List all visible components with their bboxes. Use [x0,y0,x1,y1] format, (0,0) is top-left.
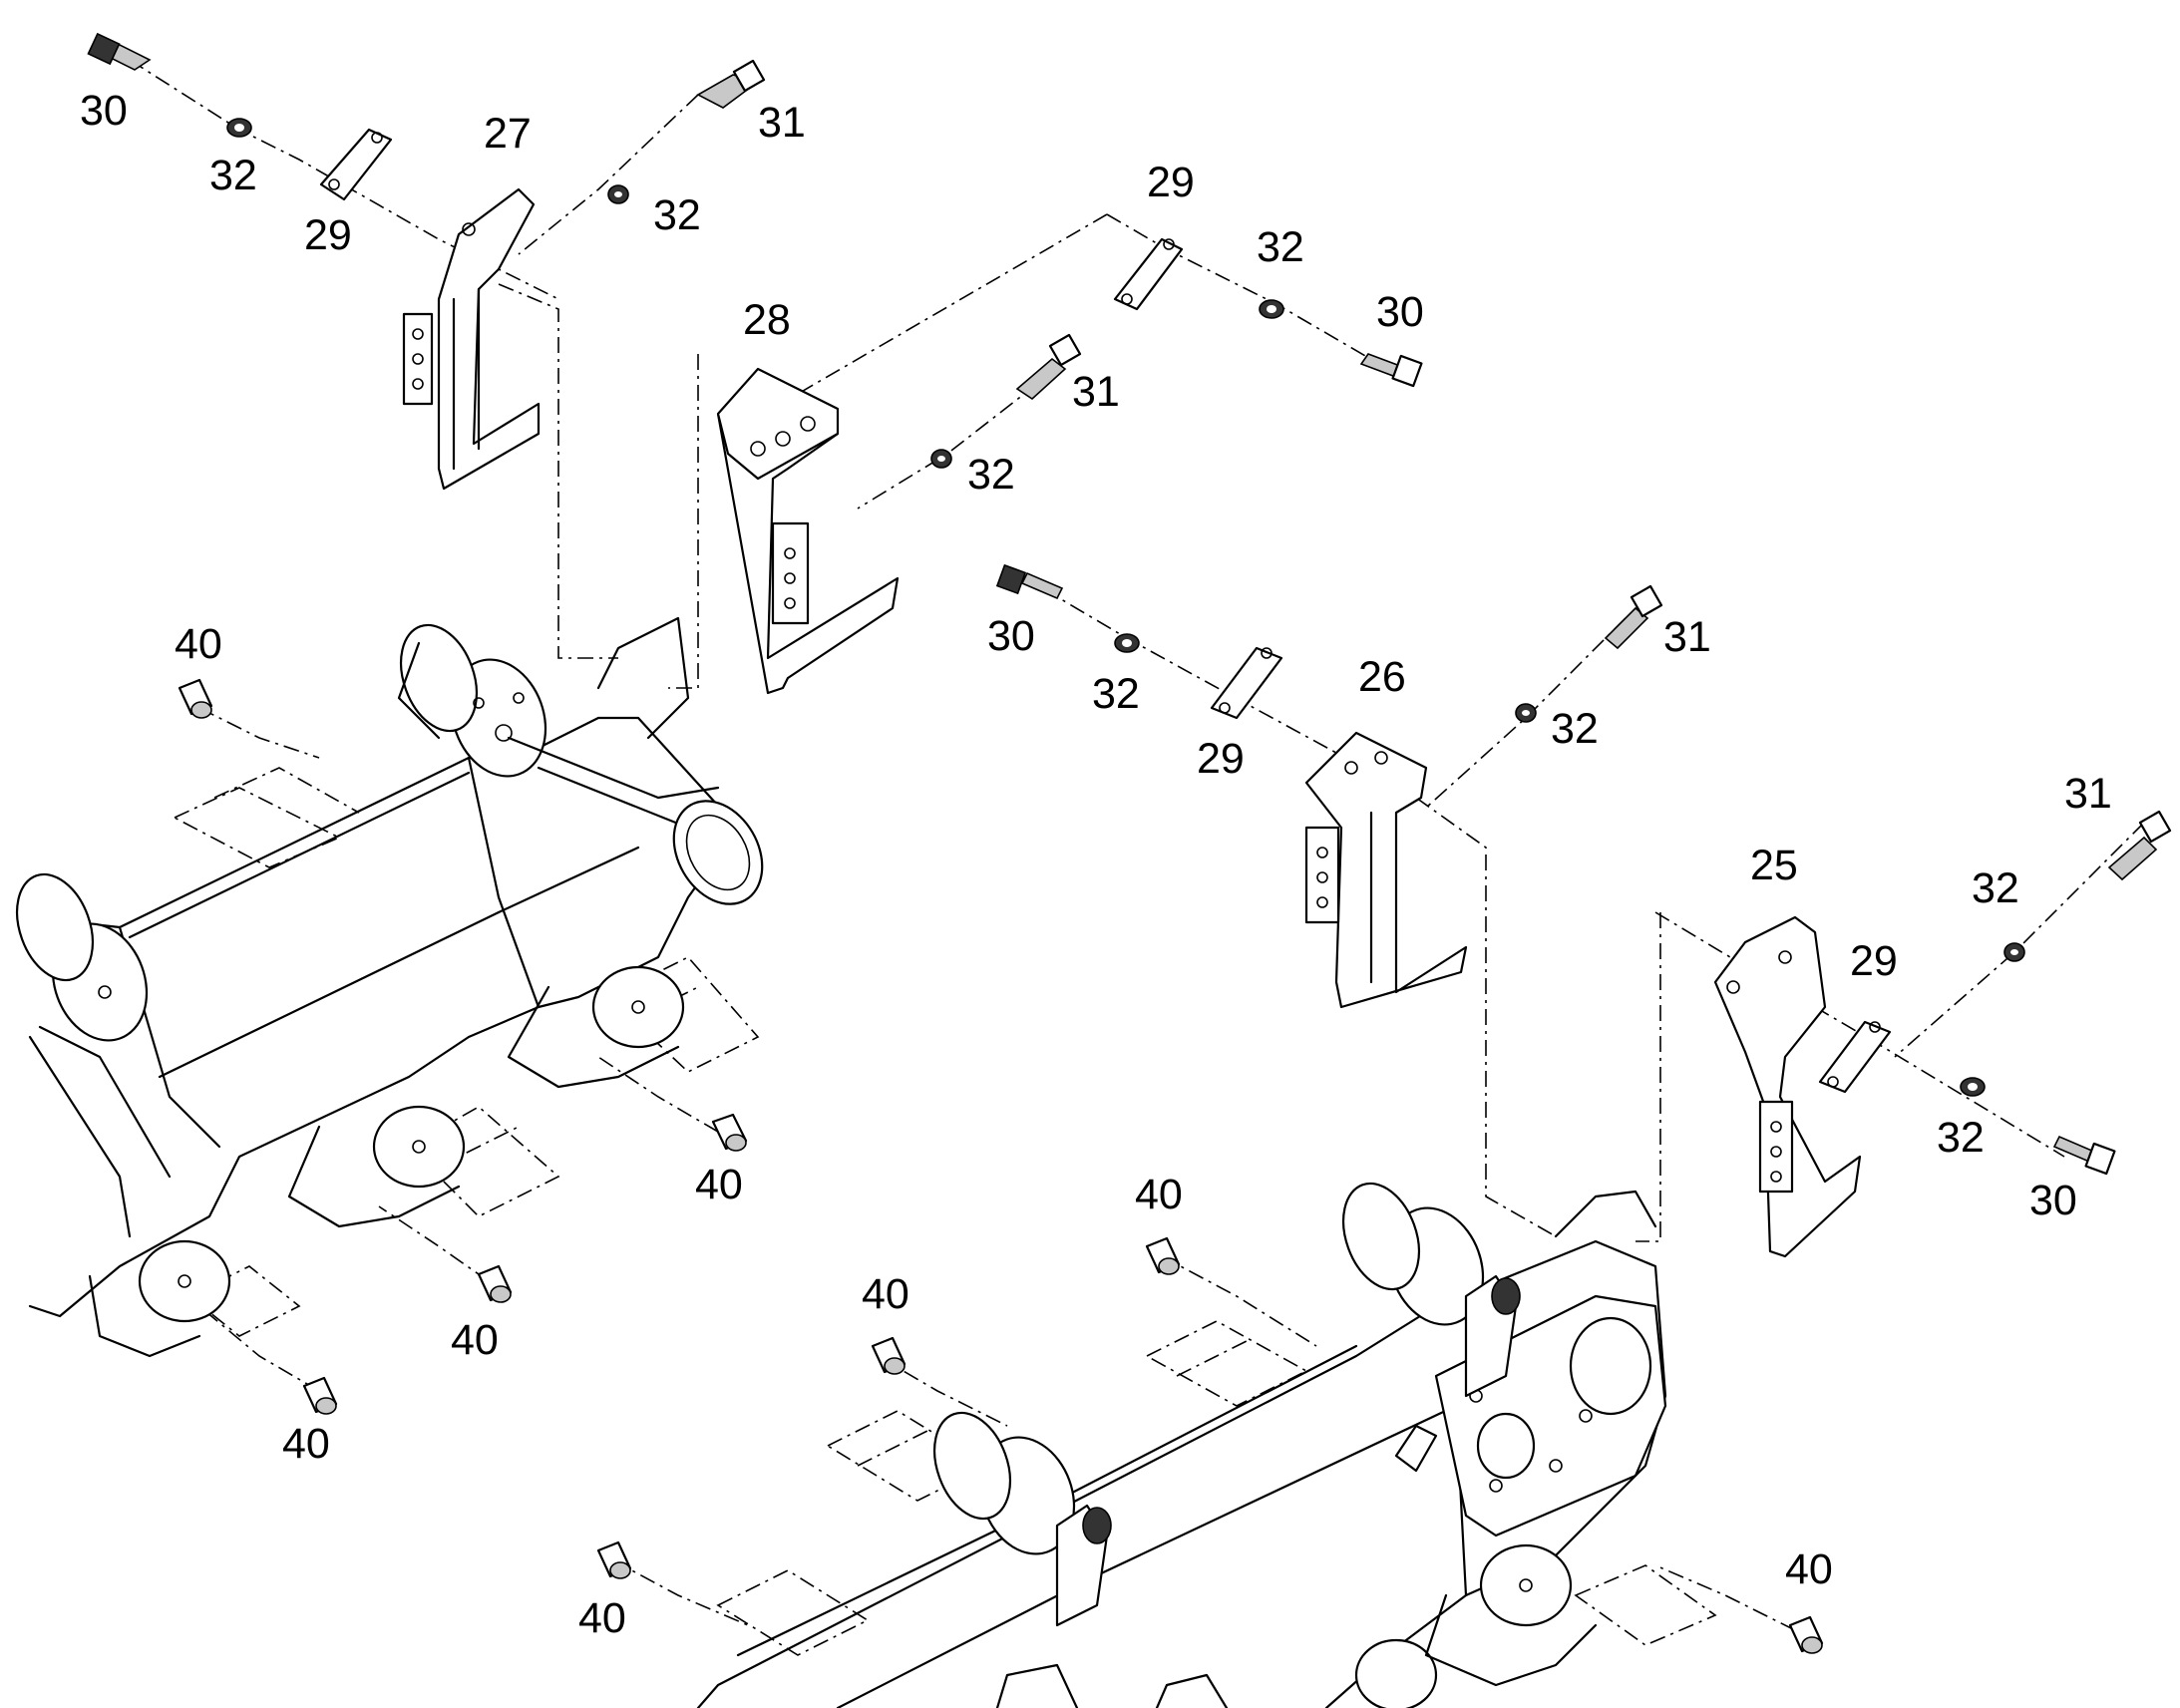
washers [226,118,2025,1097]
callout-label: 25 [1750,842,1798,889]
callout-label: 26 [1358,653,1406,701]
callout-label: 30 [2029,1177,2077,1224]
callout-label: 31 [1663,613,1711,661]
callout-label: 40 [862,1270,909,1318]
assembly-lines [129,59,2145,1631]
callout-label: 40 [578,1594,626,1642]
callout-label: 32 [653,191,701,239]
callout-label: 32 [209,152,257,199]
callout-label: 31 [2064,770,2112,818]
callout-label: 31 [758,99,806,147]
plugs-40 [178,678,1824,1654]
track-frame-upper [16,616,764,1358]
callout-label: 32 [967,451,1015,499]
callout-label: 30 [987,612,1035,660]
callout-label: 30 [80,87,128,135]
callout-label: 29 [1850,937,1898,985]
callout-label: 29 [1147,159,1195,206]
callout-label: 40 [451,1316,499,1364]
callout-label: 32 [1972,864,2019,912]
bracket-27 [402,187,541,491]
callout-label: 29 [1197,735,1245,783]
callout-label: 32 [1257,223,1304,271]
callout-label: 40 [1785,1545,1833,1593]
callout-label: 31 [1072,368,1120,416]
callout-label: 30 [1376,288,1424,336]
callout-label: 40 [695,1161,743,1208]
track-frame-lower [696,1182,1667,1708]
callout-label: 32 [1551,705,1599,753]
callout-label: 27 [484,110,532,158]
callout-labels: 30 32 29 27 31 32 29 32 30 28 31 32 30 3… [80,87,2112,1642]
bolts [87,32,2172,1176]
callout-label: 40 [1135,1171,1183,1218]
bracket-26 [1304,731,1468,1009]
callout-label: 28 [743,296,791,344]
callout-label: 32 [1092,670,1140,718]
callout-label: 40 [175,620,222,668]
bracket-25 [1713,915,1862,1258]
links-29 [319,128,1892,1094]
callout-label: 32 [1937,1114,1985,1162]
callout-label: 29 [304,211,352,259]
callout-label: 40 [282,1420,330,1468]
bracket-28 [716,367,900,695]
